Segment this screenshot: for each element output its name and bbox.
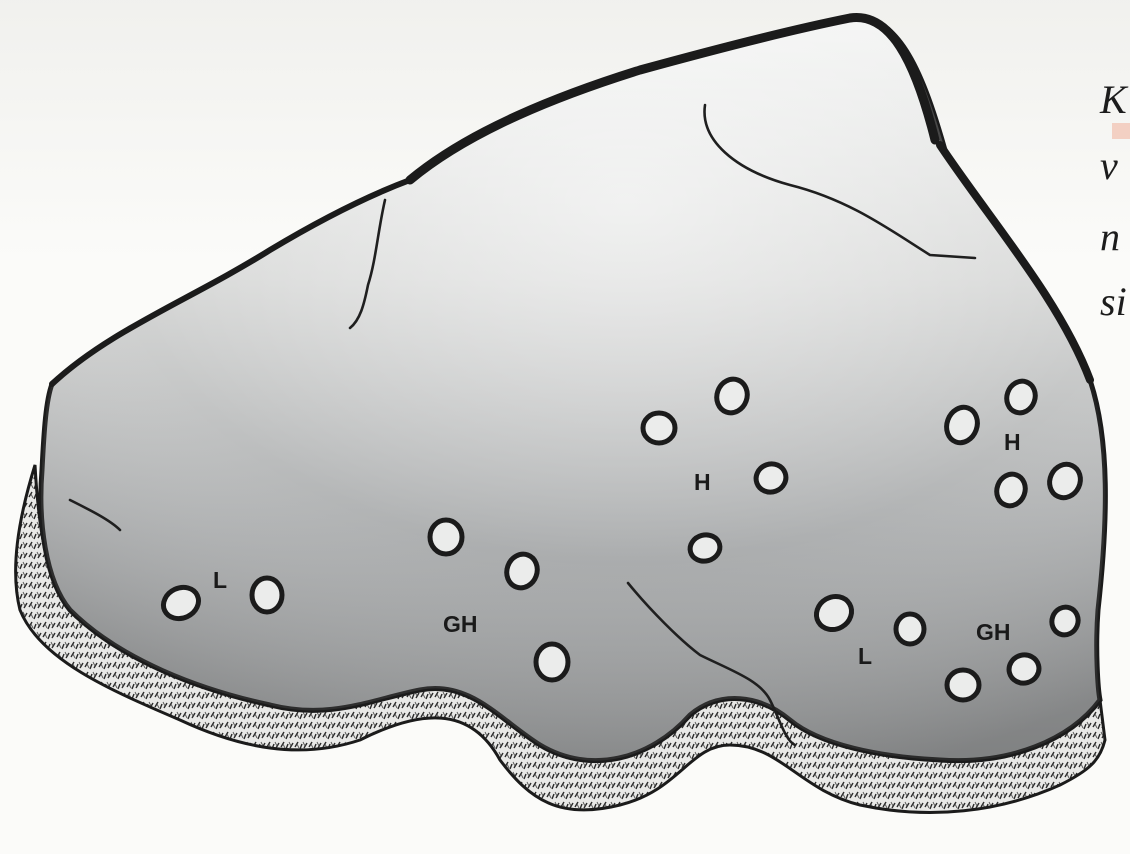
side-text-line-3: n: [1100, 217, 1120, 257]
side-text-line-1: K: [1100, 80, 1127, 120]
hole: [896, 614, 924, 644]
hole: [947, 670, 979, 700]
hole: [252, 578, 282, 612]
hole: [430, 520, 462, 554]
highlight-mark: [1112, 123, 1130, 139]
side-text-line-2: v: [1100, 146, 1118, 186]
label-l-right: L: [858, 643, 872, 669]
hole: [536, 644, 568, 680]
label-l-left: L: [213, 567, 227, 593]
label-gh-left: GH: [443, 611, 478, 637]
label-h-right: H: [1004, 429, 1021, 455]
stone-shading: [41, 17, 1105, 760]
label-h-center: H: [694, 469, 711, 495]
label-gh-right: GH: [976, 619, 1011, 645]
hole: [643, 413, 675, 443]
side-text-line-4: si: [1100, 282, 1127, 322]
